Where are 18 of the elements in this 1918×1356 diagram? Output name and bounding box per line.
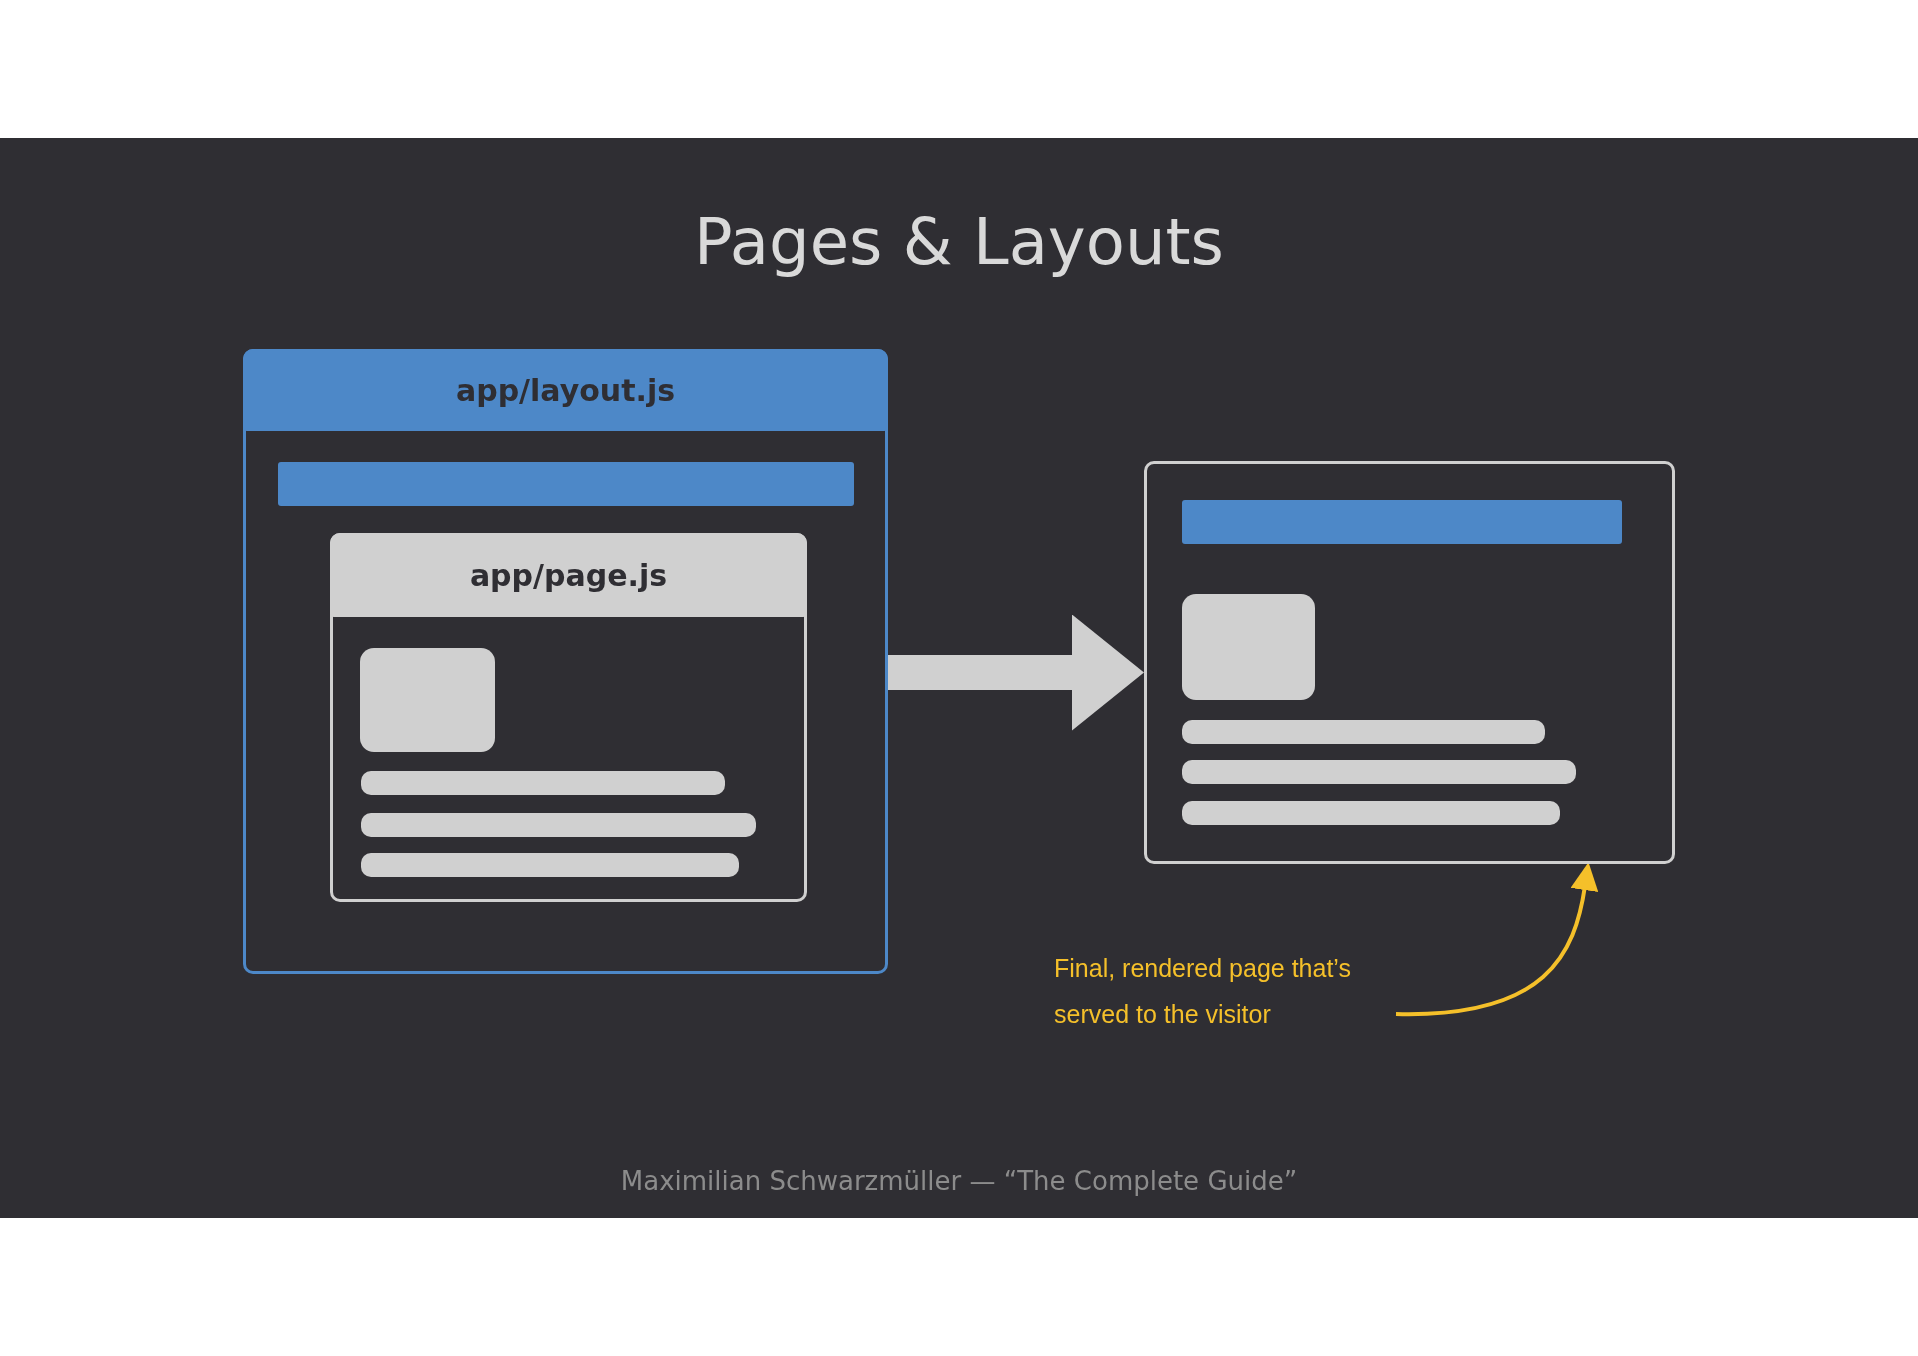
text-line [1182, 720, 1545, 744]
text-line [361, 771, 725, 795]
text-line [361, 853, 739, 877]
block-arrow [888, 614, 1144, 731]
image-placeholder [1182, 594, 1315, 700]
image-placeholder [360, 648, 495, 752]
content-bar [278, 462, 854, 506]
file-name-header: app/layout.js [243, 349, 888, 431]
rendered-page-frame [1144, 461, 1675, 864]
file-name-header: app/page.js [330, 533, 807, 617]
footer-credit: Maximilian Schwarzmüller — “The Complete Guide” [619, 1166, 1299, 1196]
callout-text: Final, rendered page that’s served to the visitor [1054, 945, 1394, 1037]
curved-arrow [1395, 862, 1599, 1016]
slide-title: Pages & Layouts [693, 205, 1225, 279]
content-bar [1182, 500, 1622, 544]
text-line [1182, 760, 1576, 784]
text-line [1182, 801, 1560, 825]
text-line [361, 813, 756, 837]
